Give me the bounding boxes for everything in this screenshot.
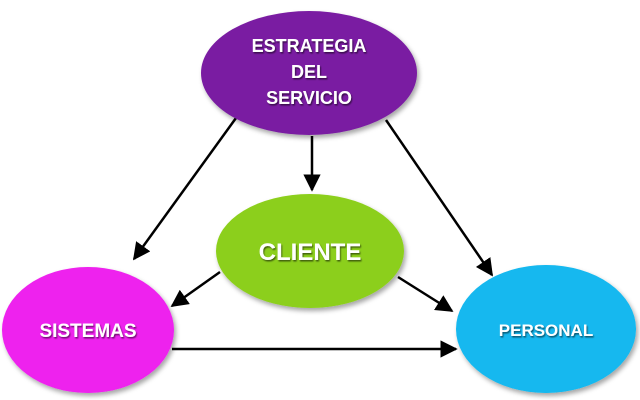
- node-sistemas: SISTEMAS: [2, 267, 174, 393]
- arrow-estrategia-to-personal: [384, 119, 494, 277]
- estrategia-label-line-1: ESTRATEGIA: [252, 36, 367, 56]
- cliente-label: CLIENTE: [259, 239, 362, 266]
- sistemas-label: SISTEMAS: [39, 321, 136, 342]
- cliente-ellipse: [216, 194, 404, 308]
- node-estrategia-del-servicio: ESTRATEGIA DEL SERVICIO: [201, 11, 417, 135]
- arrow-cliente-to-personal: [397, 275, 454, 313]
- personal-ellipse: [456, 265, 636, 393]
- estrategia-label-line-2: DEL: [291, 62, 327, 82]
- arrow-cliente-to-sistemas: [170, 270, 221, 308]
- node-cliente: CLIENTE: [216, 194, 404, 308]
- personal-label: PERSONAL: [499, 321, 593, 340]
- node-personal: PERSONAL: [456, 265, 636, 393]
- arrow-estrategia-to-sistemas: [132, 117, 238, 261]
- sistemas-ellipse: [2, 267, 174, 393]
- estrategia-label-line-3: SERVICIO: [266, 88, 352, 108]
- edges: [132, 117, 494, 358]
- estrategia-ellipse: [201, 11, 417, 135]
